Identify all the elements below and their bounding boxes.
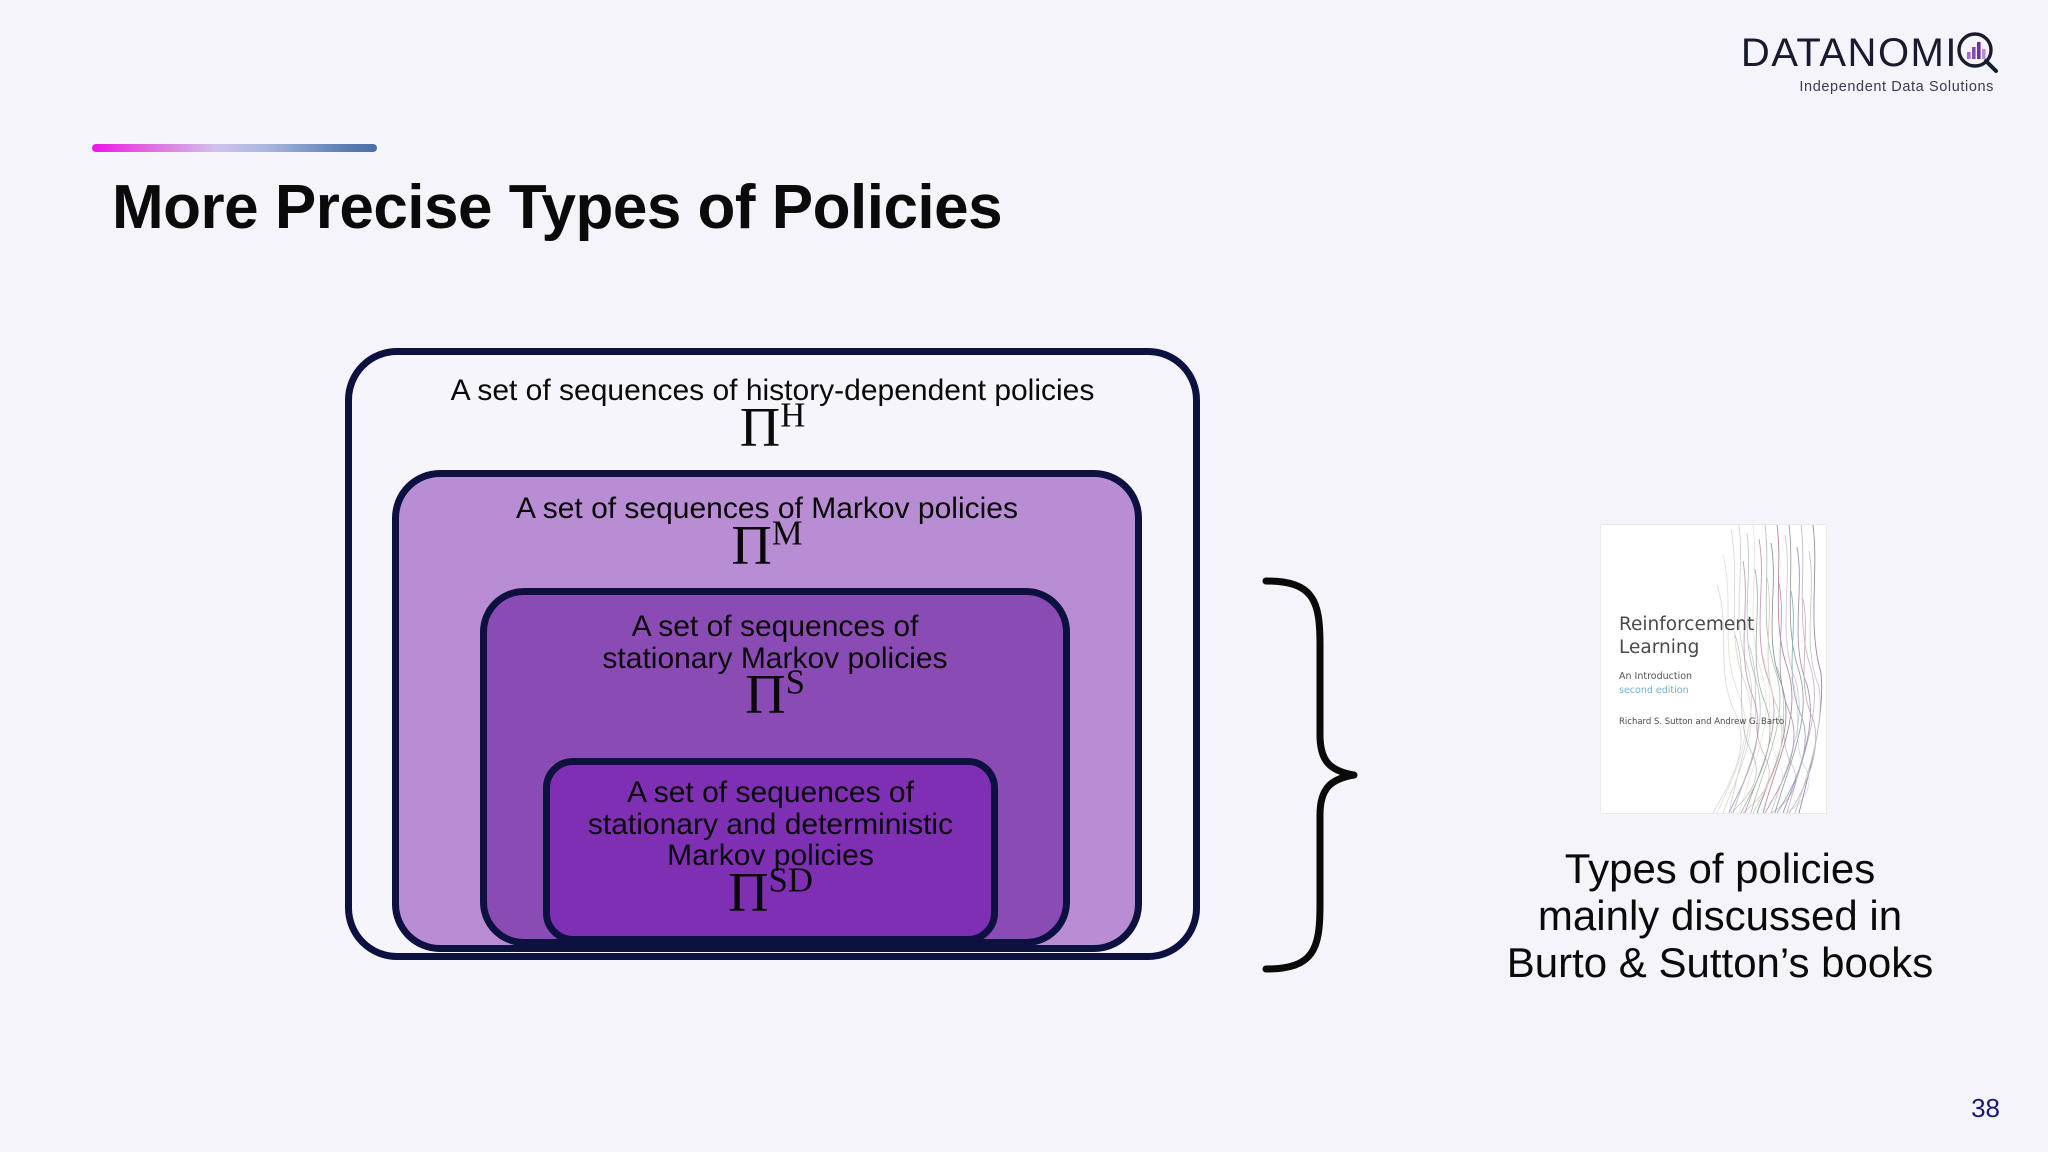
datanomiq-logo: DATANOMI Independent Data Solutions (1741, 30, 2000, 95)
logo-wordmark: DATANOMI (1741, 30, 2000, 76)
pi-superscript: M (771, 512, 803, 552)
policy-set-symbol: ΠH (352, 397, 1193, 456)
logo-wordmark-text: DATANOMI (1740, 31, 1958, 75)
policy-set-label: A set of sequences of stationary Markov … (602, 610, 948, 675)
book-subtitle-group: An Introduction second edition (1619, 670, 1692, 699)
pi-superscript: SD (768, 859, 813, 899)
policy-set-symbol: ΠS (487, 664, 1063, 723)
policy-set-symbol: ΠSD (550, 862, 991, 921)
policy-set-label: A set of sequences of Markov policies (516, 492, 1018, 525)
pi-superscript: H (780, 394, 806, 434)
book-cover-reinforcement-learning: Reinforcement Learning An Introduction s… (1601, 525, 1826, 813)
curly-brace-icon (1258, 575, 1378, 975)
title-accent-bar (92, 144, 377, 152)
book-edition: second edition (1619, 685, 1689, 697)
logo-tagline: Independent Data Solutions (1799, 79, 1994, 95)
page-title: More Precise Types of Policies (112, 173, 1003, 242)
book-cover-artwork (1712, 525, 1823, 813)
policy-set-label: A set of sequences of history-dependent … (450, 374, 1095, 407)
pi-glyph: Π (728, 861, 769, 924)
page-number: 38 (1971, 1093, 2000, 1123)
logo-magnifier-q-icon (1954, 30, 2000, 76)
pi-glyph: Π (739, 396, 781, 459)
policy-set-stationary-deterministic-markov[interactable]: A set of sequences of stationary and det… (543, 758, 998, 943)
pi-glyph: Π (731, 514, 772, 577)
book-authors: Richard S. Sutton and Andrew G. Barto (1619, 717, 1785, 727)
book-title: Reinforcement Learning (1619, 614, 1755, 659)
book-caption: Types of policies mainly discussed in Bu… (1506, 845, 1934, 987)
book-subtitle: An Introduction (1619, 671, 1693, 682)
pi-glyph: Π (745, 664, 786, 726)
pi-superscript: S (785, 662, 805, 702)
policy-set-symbol: ΠM (399, 515, 1135, 574)
policy-set-label: A set of sequences of stationary and det… (587, 776, 954, 872)
